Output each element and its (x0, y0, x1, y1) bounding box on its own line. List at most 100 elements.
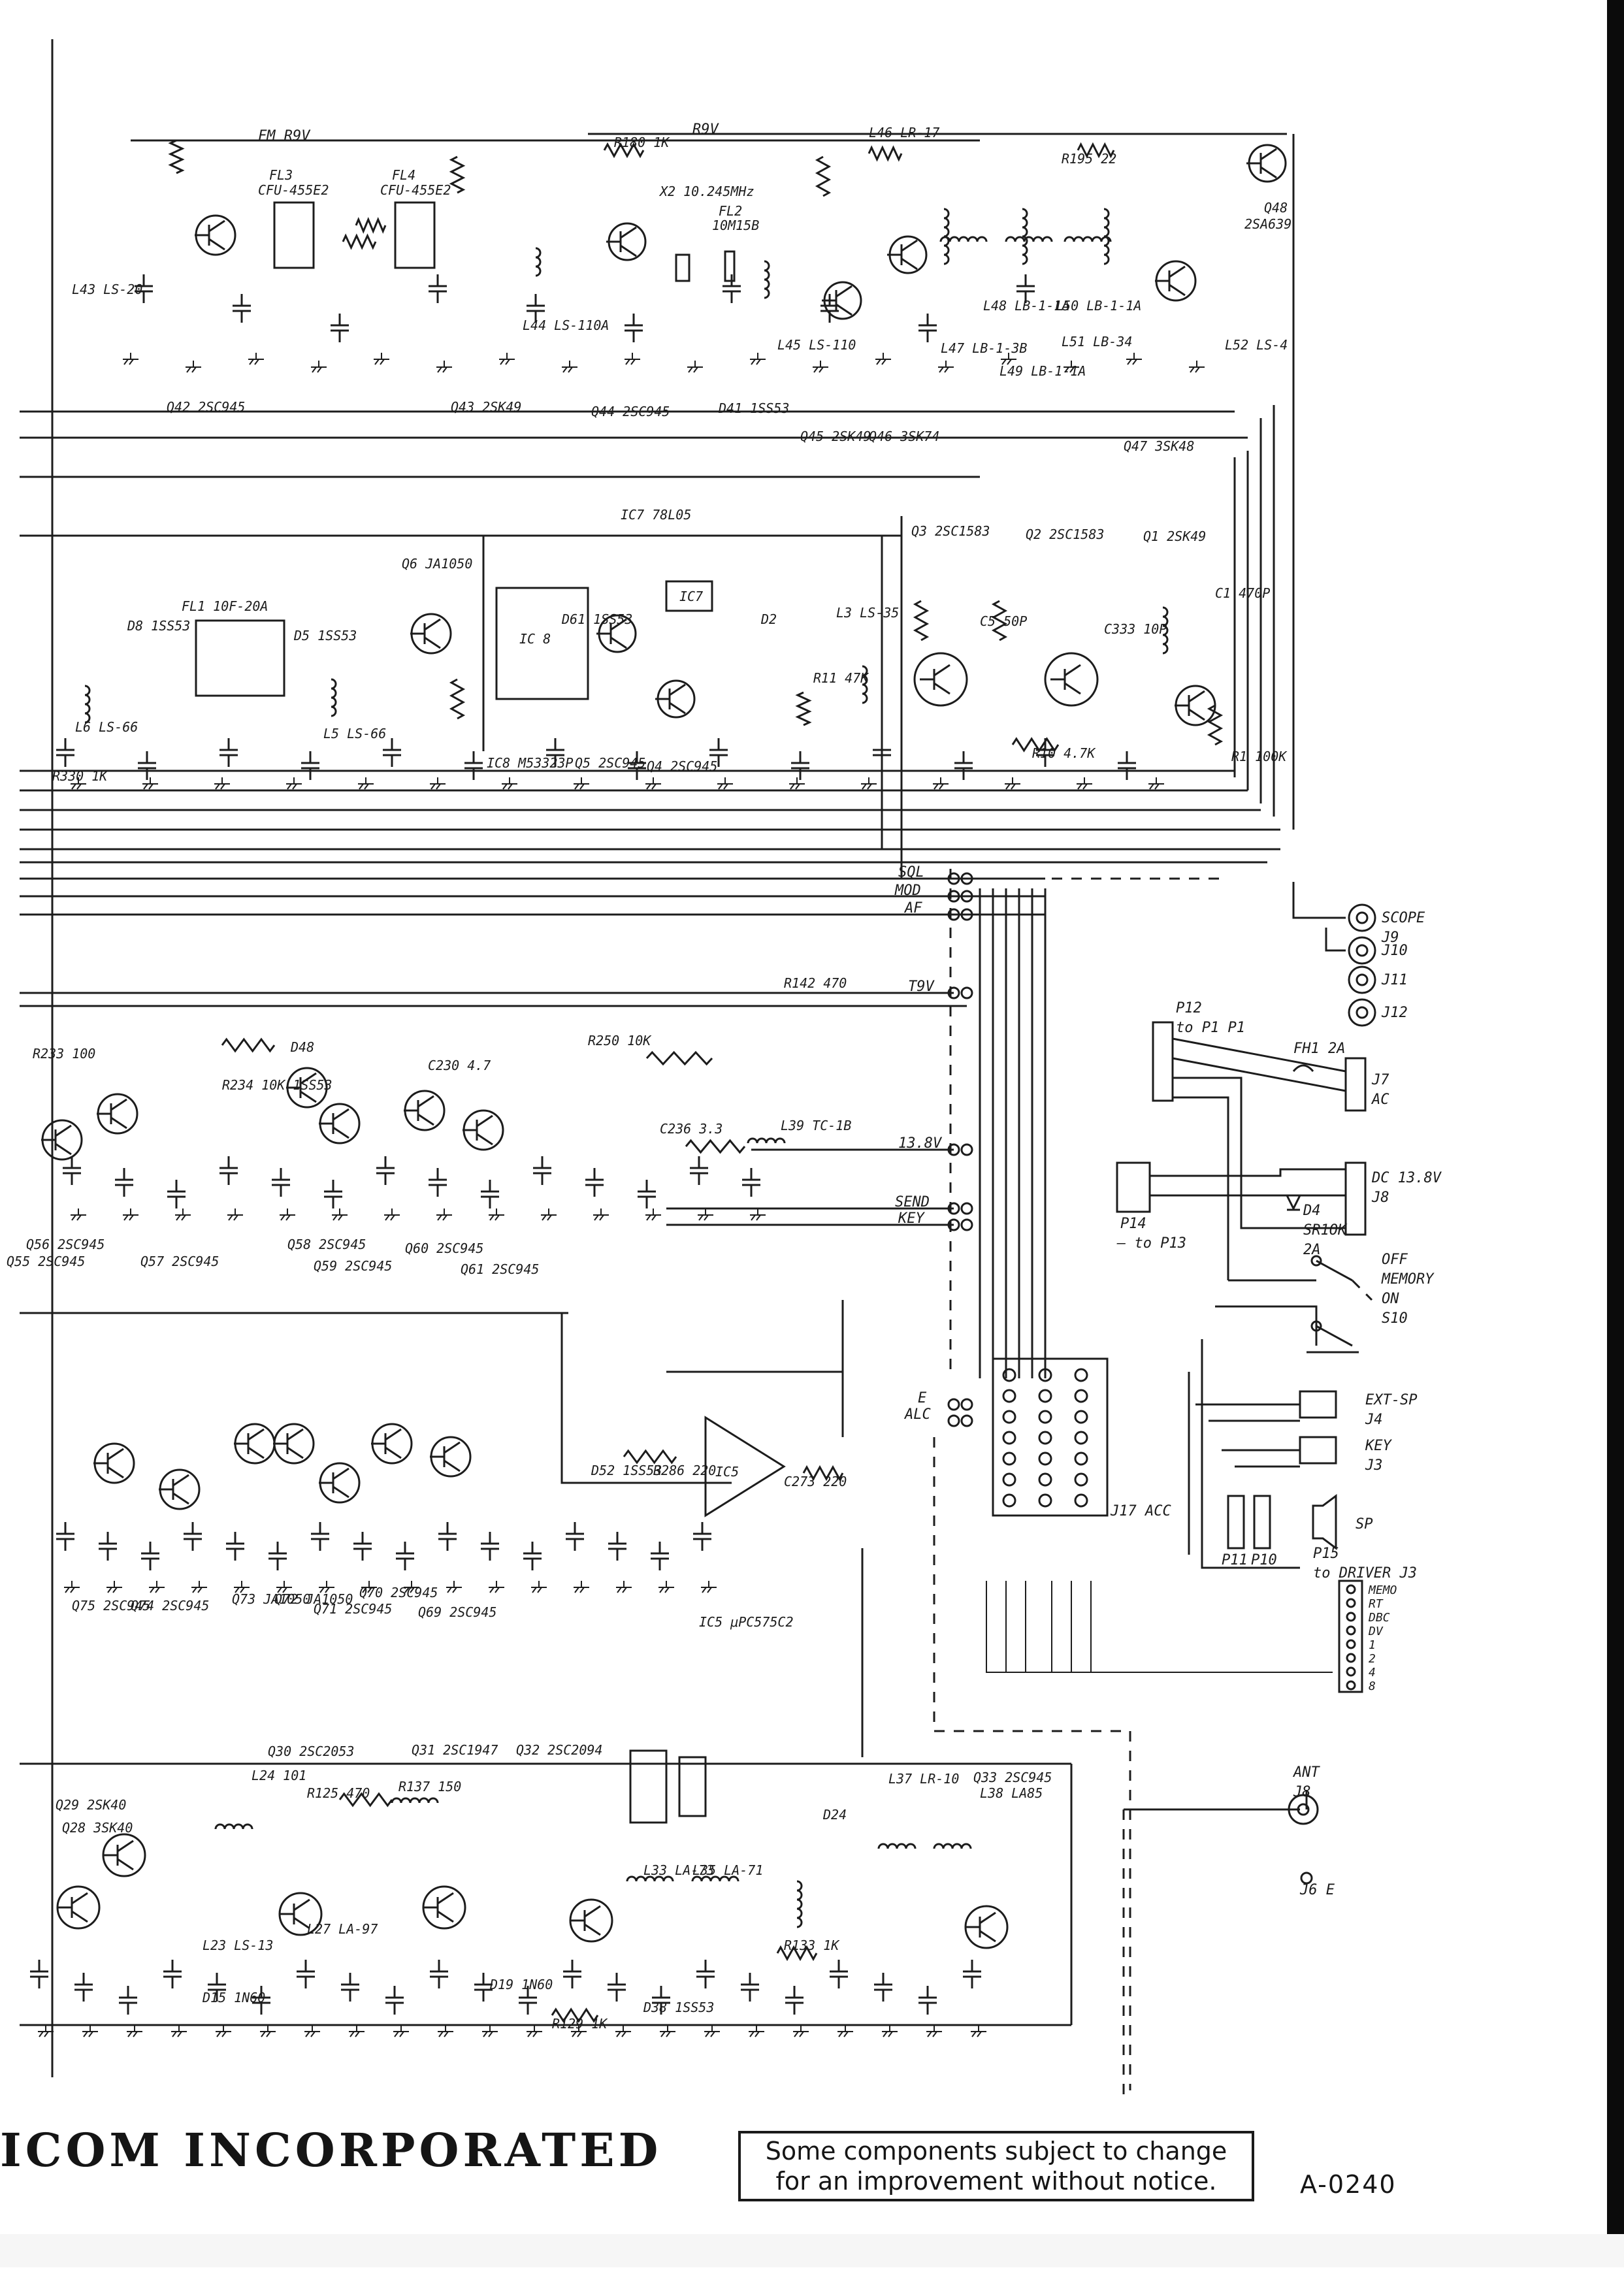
ground-icon (751, 1214, 756, 1221)
component-label-q45: Q45 2SK49 (800, 429, 871, 444)
resistor-r233 (221, 1037, 276, 1053)
component-label-l43: L43 LS-20 (72, 282, 142, 297)
inductor-l38 (960, 1843, 972, 1849)
component-label-d41: D41 1SS53 (718, 400, 789, 416)
bus-terminal (960, 872, 973, 885)
component-label-q2: Q2 2SC1583 (1026, 527, 1104, 542)
ground-icon (287, 783, 292, 790)
filter-fl3 (273, 201, 315, 269)
p15-pin (1346, 1653, 1356, 1663)
filter-fl4 (394, 201, 436, 269)
ground-icon (1132, 359, 1137, 365)
inductor-l5 (331, 678, 337, 690)
inductor-l50 (1005, 236, 1016, 242)
component-label-q33: Q33 2SC945 (973, 1770, 1052, 1785)
resistor-r173 (355, 217, 387, 234)
transistor-emitter (934, 682, 950, 695)
component-label-r10: R10 4.7K (1032, 745, 1096, 761)
ground-icon (489, 1214, 495, 1221)
p15-pin-label: 4 (1369, 1666, 1376, 1679)
connector-label-p15: to DRIVER J3 (1313, 1565, 1417, 1581)
transistor-collector (333, 1467, 349, 1480)
j17-pin (1038, 1431, 1052, 1445)
j17-pin (1002, 1472, 1016, 1487)
component-label-ic5: IC5 μPC575C2 (699, 1614, 794, 1630)
transistor-collector (620, 226, 637, 239)
connector-label-j8: DC 13.8V (1371, 1170, 1442, 1186)
resistor-r133 (776, 1945, 818, 1962)
resistor-r334 (449, 678, 466, 720)
inductor-l49 (1022, 226, 1028, 238)
connector-label-sp: SP (1356, 1516, 1373, 1532)
ground-icon (1011, 783, 1016, 790)
ground-icon (390, 1214, 395, 1221)
ground-icon (749, 2031, 755, 2037)
transistor-emitter (248, 1446, 265, 1459)
transistor-emitter (71, 1910, 88, 1923)
ground-icon (444, 2031, 449, 2037)
transistor-emitter (293, 1917, 310, 1930)
connector-ant-j8 (1288, 1794, 1319, 1825)
transistor-collector (55, 1124, 72, 1137)
component-label-q48v: 2SA639 (1244, 216, 1291, 232)
inductor-l36 (796, 1898, 803, 1910)
ground-icon (221, 2031, 227, 2037)
connector-label-p15: P15 (1313, 1546, 1339, 1562)
resistor-r180 (603, 142, 645, 159)
connector-label-p14: P14 (1120, 1216, 1146, 1232)
connector-label-j4: J4 (1365, 1412, 1383, 1428)
inductor-l3 (862, 683, 868, 695)
ground-icon (338, 1214, 343, 1221)
p15-wire (1071, 1581, 1333, 1673)
component-label-q28: Q28 3SK40 (62, 1820, 133, 1836)
ground-icon (1195, 366, 1200, 373)
transistor-collector (1064, 664, 1081, 677)
component-label-r234: R234 10K 1SS53 (222, 1077, 333, 1093)
component-label-q31: Q31 2SC1947 (412, 1742, 498, 1758)
transistor-collector (1188, 690, 1205, 703)
component-label-q6: Q6 JA1050 (402, 556, 472, 572)
connector-j12 (1348, 998, 1376, 1027)
transistor-emitter (610, 636, 627, 649)
ground-icon (862, 783, 867, 790)
ground-icon (971, 2031, 977, 2037)
component-label-fl1: FL1 10F-20A (182, 598, 268, 614)
ground-icon (622, 1587, 627, 1593)
resistor-r195 (1077, 142, 1115, 159)
component-label-q73: Q73 JA1050 (232, 1591, 310, 1607)
ground-icon (572, 2031, 577, 2037)
ground-icon (143, 783, 148, 790)
ground-icon (70, 1587, 75, 1593)
ground-icon (794, 2031, 799, 2037)
inductor-l38 (933, 1843, 945, 1849)
component-label-q75: Q75 2SC945 (72, 1598, 150, 1613)
component-label-d38: D38 1SS53 (643, 2000, 714, 2015)
transistor-collector (476, 1114, 493, 1127)
inductor-l39 (756, 1137, 768, 1144)
inductor-l39 (747, 1137, 758, 1144)
ground-icon (197, 1587, 203, 1593)
ground-icon (88, 2031, 93, 2037)
ground-icon (1127, 359, 1132, 365)
ground-icon (939, 783, 944, 790)
component-label-fl2v: 10M15B (712, 218, 759, 233)
ground-icon (1069, 366, 1075, 373)
bus-label-send: SEND (895, 1194, 930, 1210)
inductor-l47 (943, 226, 950, 238)
ground-icon (838, 2031, 843, 2037)
switch-wire (1215, 1305, 1318, 1346)
transistor-emitter (1169, 284, 1186, 297)
component-label-q61: Q61 2SC945 (461, 1261, 539, 1277)
connector-label-j4: EXT-SP (1365, 1392, 1417, 1408)
transistor-collector (110, 1098, 127, 1111)
transistor-collector (385, 1428, 402, 1441)
p12-wire (1173, 1096, 1229, 1280)
component-label-l23: L23 LS-13 (203, 1938, 273, 1953)
resistor-r165 (168, 139, 185, 174)
component-label-r125: R125 470 (307, 1785, 370, 1801)
component-label-ic5box: IC5 (715, 1464, 739, 1480)
component-label-q5: Q5 2SC945 (575, 755, 645, 771)
j17-pin (1002, 1410, 1016, 1424)
switch-s10-arm (1316, 1259, 1353, 1282)
